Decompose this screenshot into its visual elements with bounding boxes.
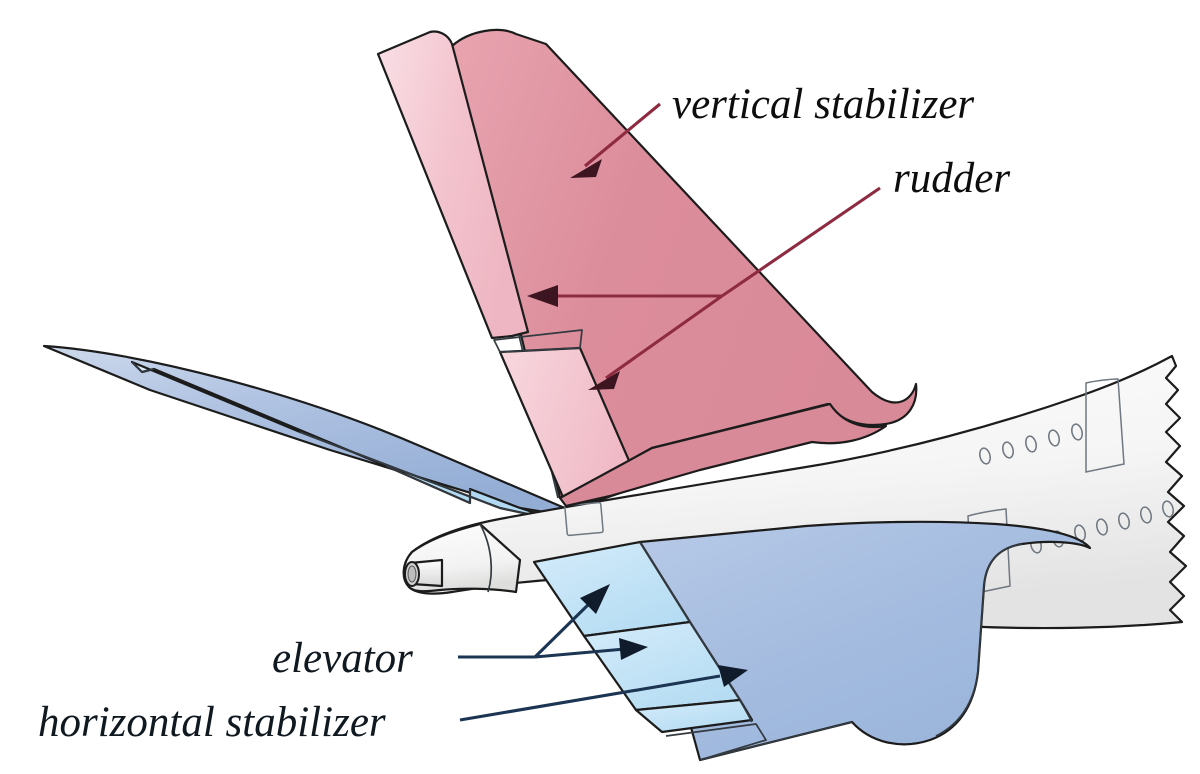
fuselage-door-upper	[1085, 378, 1125, 473]
arrowhead-elevator-middle	[619, 638, 648, 660]
elevator-near-edge-shadow	[665, 723, 767, 761]
leader-horizontal-stabilizer	[459, 665, 748, 722]
elevator-far-inboard-notch	[131, 361, 155, 373]
elevator-near-hinge-line	[639, 541, 753, 723]
leader-vertical-stabilizer	[570, 102, 661, 178]
leader-line-rudder-branch-lower	[605, 294, 723, 380]
access-panel	[564, 501, 604, 537]
window-row-lower	[1030, 500, 1174, 554]
leader-rudder	[527, 186, 881, 390]
fin-root-fillet	[558, 402, 888, 508]
tail-cone-seam	[479, 523, 493, 593]
arrowhead-vertical-stabilizer	[570, 159, 602, 178]
near-stab-trailing-edge	[699, 721, 853, 761]
label-elevator: elevator	[272, 635, 413, 682]
leader-elevator	[458, 584, 648, 660]
window-row-upper	[979, 423, 1083, 465]
vertical-stabilizer	[376, 28, 918, 508]
rudder-upper-segment	[376, 30, 530, 340]
arrowhead-rudder-lower	[588, 371, 620, 390]
arrowhead-elevator-upper	[580, 584, 610, 614]
rudder-hinge-gap	[493, 329, 583, 353]
elevator-far-split-notch	[385, 465, 471, 504]
label-rudder: rudder	[893, 155, 1010, 202]
leader-line-elevator-branch-upper	[533, 598, 595, 659]
label-horizontal-stabilizer: horizontal stabilizer	[38, 699, 386, 746]
leader-line-horizontal-stabilizer	[459, 674, 721, 722]
arrowhead-rudder-upper	[527, 285, 558, 307]
apu-exhaust	[404, 558, 444, 588]
horizontal-stabilizer-near	[532, 520, 1092, 762]
leader-line-rudder-stem	[721, 186, 881, 298]
label-vertical-stabilizer: vertical stabilizer	[672, 81, 974, 128]
horizontal-stabilizer-far	[42, 344, 596, 523]
arrowhead-horizontal-stabilizer	[718, 665, 748, 687]
leader-line-vertical-stabilizer	[584, 102, 661, 168]
horizontal-stabilizer-near-surface	[638, 520, 1092, 762]
near-stab-tip-seam	[935, 543, 1023, 737]
leader-line-elevator-branch-middle	[534, 647, 626, 659]
elevator-near-lower-segment	[634, 698, 754, 734]
